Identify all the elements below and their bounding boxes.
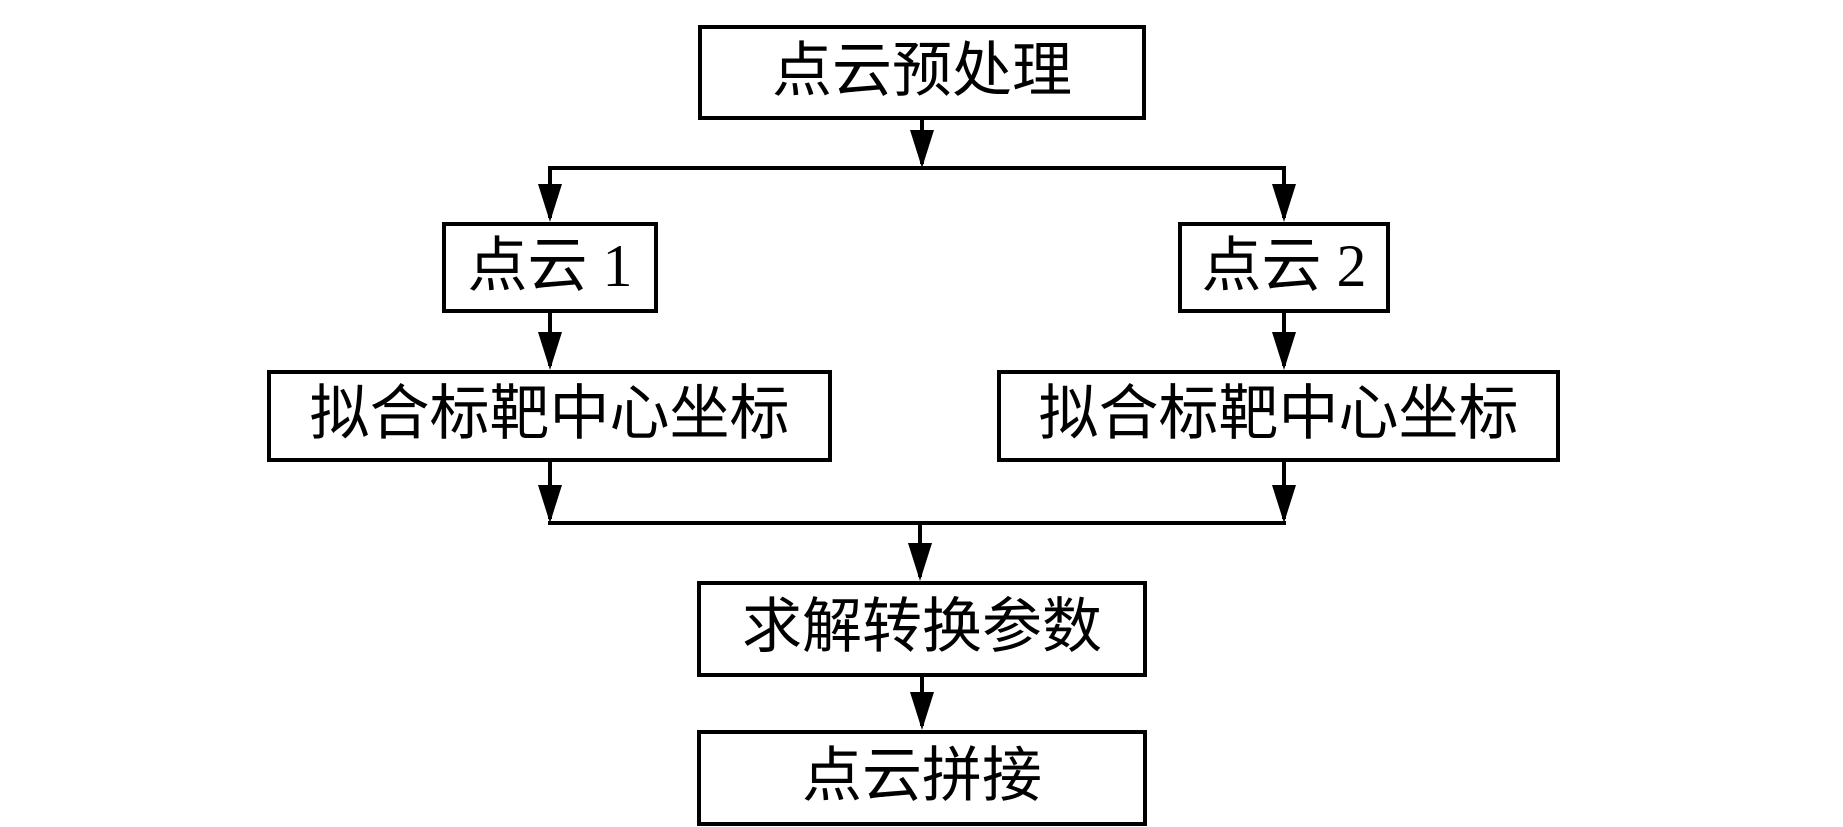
node-stitch-label: 点云拼接 [802,743,1042,809]
node-fit-target-left[interactable]: 拟合标靶中心坐标 [267,370,832,462]
node-fit-target-left-label: 拟合标靶中心坐标 [309,381,790,447]
node-stitch[interactable]: 点云拼接 [697,730,1147,826]
arrowhead-pc2 [1272,184,1296,222]
arrowhead-fitleft [538,332,562,370]
arrowhead-fitright [1272,332,1296,370]
node-pointcloud-2-label: 点云 2 [1201,232,1367,299]
arrowhead-merge-left [538,485,562,523]
node-preprocess[interactable]: 点云预处理 [698,25,1146,120]
node-pointcloud-2[interactable]: 点云 2 [1178,222,1390,313]
arrowhead-solve [908,543,932,581]
node-solve-params[interactable]: 求解转换参数 [697,581,1147,677]
node-solve-params-label: 求解转换参数 [742,594,1102,660]
arrowhead-split [910,130,934,168]
node-fit-target-right[interactable]: 拟合标靶中心坐标 [997,370,1560,462]
node-pointcloud-1-label: 点云 1 [467,232,633,299]
arrowhead-pc1 [538,184,562,222]
node-pointcloud-1[interactable]: 点云 1 [442,222,658,313]
node-fit-target-right-label: 拟合标靶中心坐标 [1038,381,1519,447]
arrowhead-merge-right [1272,485,1296,523]
arrowhead-stitch [910,692,934,730]
node-preprocess-label: 点云预处理 [772,37,1072,104]
